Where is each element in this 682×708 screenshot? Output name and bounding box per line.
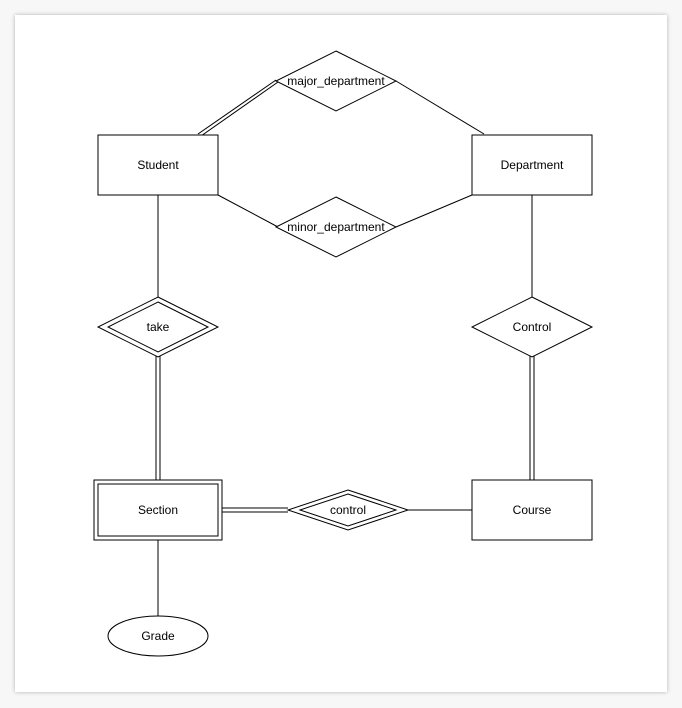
relationship-major-department[interactable]: major_department <box>274 50 398 112</box>
entity-section-label: Section <box>138 503 178 517</box>
relationship-control-section-course-label: control <box>330 503 366 517</box>
relationship-control-department-course-label: Control <box>513 320 552 334</box>
relationship-take-label: take <box>147 320 170 334</box>
relationship-major-department-label: major_department <box>287 74 385 88</box>
entity-course-label: Course <box>513 503 552 517</box>
entity-section[interactable]: Section <box>93 479 223 541</box>
entity-student[interactable]: Student <box>97 134 219 196</box>
attribute-grade[interactable]: Grade <box>107 615 209 657</box>
edge-major-department-department <box>395 80 485 135</box>
edge-minor-department-department <box>395 194 473 228</box>
entity-student-label: Student <box>137 158 179 172</box>
relationship-minor-department[interactable]: minor_department <box>274 196 398 258</box>
edge-student-minor-department <box>217 194 279 228</box>
relationship-control-section-course[interactable]: control <box>286 489 410 531</box>
diagram-page <box>15 15 667 692</box>
entity-department-label: Department <box>501 158 564 172</box>
edge-student-major-department-a <box>197 79 277 135</box>
edge-student-major-department-b <box>200 81 279 137</box>
attribute-grade-label: Grade <box>141 629 175 643</box>
relationship-take[interactable]: take <box>96 296 220 358</box>
relationship-control-department-course[interactable]: Control <box>470 296 594 358</box>
relationship-minor-department-label: minor_department <box>287 220 385 234</box>
entity-department[interactable]: Department <box>471 134 593 196</box>
entity-course[interactable]: Course <box>471 479 593 541</box>
